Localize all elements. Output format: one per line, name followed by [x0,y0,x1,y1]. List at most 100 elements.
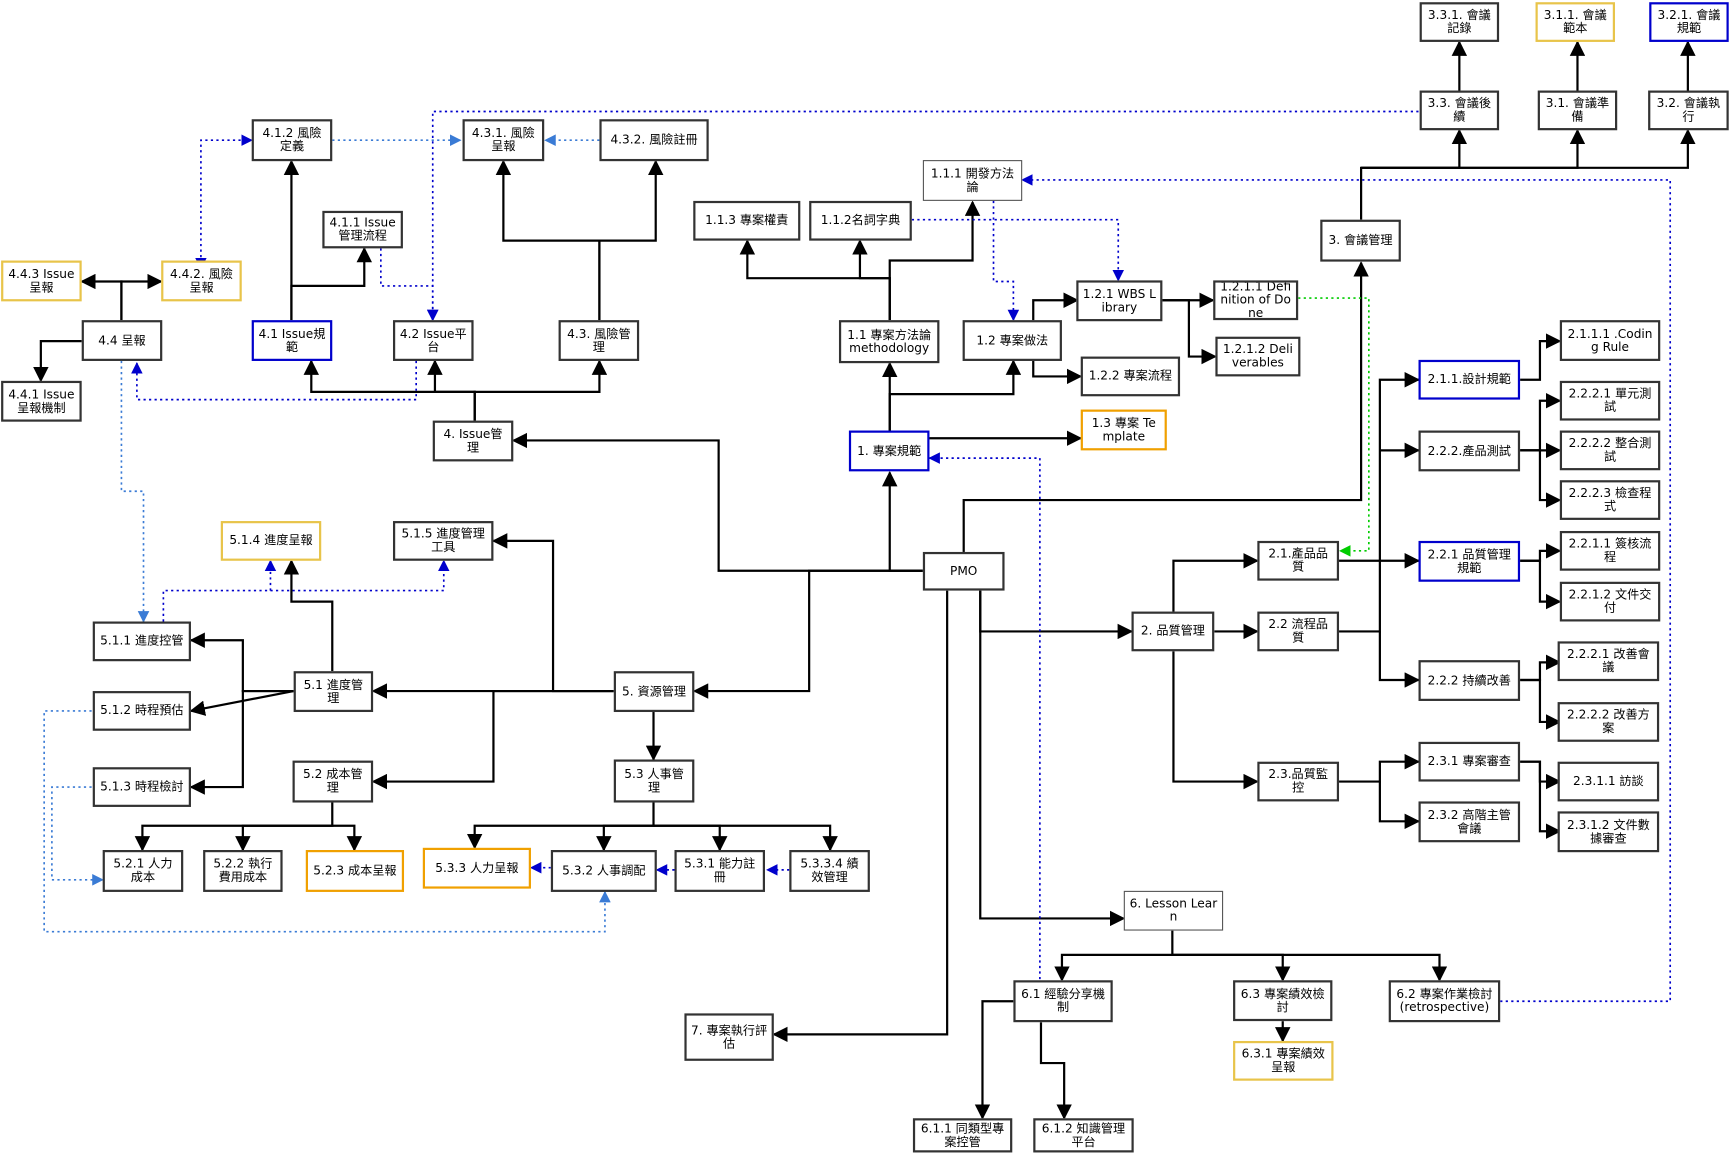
node-label: 1.2.2 專案流程 [1088,368,1173,384]
node-label: 5.2.1 人力成本 [113,856,173,885]
node-label: 5.2.3 成本呈報 [313,863,397,878]
node-1-1-1[interactable]: 1.1.1 開發方法論 [922,160,1023,201]
node-2-3-1[interactable]: 2.3.1 專案審查 [1418,741,1521,782]
node-label: 1.2.1.1 Definition of Done [1220,280,1292,321]
node-5-3-3[interactable]: 5.3.3 人力呈報 [422,847,531,889]
node-label: 6.2 專案作業檢討 (retrospective) [1396,986,1493,1015]
node-2-1-1-1[interactable]: 2.1.1.1 .Coding Rule [1559,320,1661,361]
node-label: 3. 會議管理 [1328,232,1393,248]
node-3-3[interactable]: 3.3. 會議後續 [1419,90,1500,131]
node-6-3-1[interactable]: 6.3.1 專案績效呈報 [1233,1040,1334,1081]
node-2-1[interactable]: 2.1.產品品質 [1257,540,1340,581]
node-5-1-1[interactable]: 5.1.1 進度控管 [92,621,191,662]
node-6-1-1[interactable]: 6.1.1 同類型專案控管 [912,1118,1013,1153]
node-4-4[interactable]: 4.4 呈報 [81,320,163,361]
node-5-3-2[interactable]: 5.3.2 人事調配 [550,850,657,892]
node-label: 7. 專案執行評估 [691,1022,768,1051]
node-2-2-1-2[interactable]: 2.2.1.2 文件交付 [1559,581,1661,622]
node-4-1-1[interactable]: 4.1.1 Issue管理流程 [322,210,403,249]
node-1-1[interactable]: 1.1 專案方法論 methodology [838,320,940,364]
node-1-2-1-2[interactable]: 1.2.1.2 Deliverables [1215,336,1301,377]
node-label: 2.2.2.1 單元測試 [1568,386,1652,414]
node-label: 3.2. 會議執行 [1656,96,1721,124]
node-5-1[interactable]: 5.1 進度管理 [293,671,374,713]
node-4-4-2[interactable]: 4.4.2. 風險呈報 [161,260,242,302]
node-4-4-3[interactable]: 4.4.3 Issue呈報 [1,260,82,302]
node-7[interactable]: 7. 專案執行評估 [684,1013,774,1061]
node-2-2-2-1[interactable]: 2.2.2.1 單元測試 [1559,380,1661,421]
node-3-3-1[interactable]: 3.3.1. 會議記錄 [1419,2,1500,42]
node-6-2[interactable]: 6.2 專案作業檢討 (retrospective) [1388,980,1501,1023]
node-2-2-1[interactable]: 2.2.1 品質管理規範 [1418,540,1521,582]
node-1-1-3[interactable]: 1.1.3 專案權責 [693,200,801,241]
node-label: PMO [950,563,978,578]
node-label: 2. 品質管理 [1140,623,1205,639]
node-label: 6. Lesson Learn [1129,896,1218,924]
node-5-1-4[interactable]: 5.1.4 進度呈報 [220,521,322,561]
node-4-3[interactable]: 4.3. 風險管理 [558,320,640,361]
node-2-1-1[interactable]: 2.1.1.設計規範 [1418,359,1521,400]
node-5-2-3[interactable]: 5.2.3 成本呈報 [305,850,405,892]
node-3-1[interactable]: 3.1. 會議準備 [1537,90,1618,131]
node-5-2-1[interactable]: 5.2.1 人力成本 [102,850,184,892]
node-6-1-2[interactable]: 6.1.2 知識管理平台 [1033,1118,1134,1153]
node-pmo[interactable]: PMO [922,551,1005,591]
node-label: 2.2.2.產品測試 [1427,443,1511,458]
node-3-2-1[interactable]: 3.2.1. 會議規範 [1649,2,1729,42]
node-1-2-1-1[interactable]: 1.2.1.1 Definition of Done [1213,280,1299,321]
node-4-3-2[interactable]: 4.3.2. 風險註冊 [599,119,709,162]
node-label: 2.2.2.2 改善方案 [1566,707,1650,736]
node-label: 5.3.3 人力呈報 [435,860,519,875]
node-2-3-1-2[interactable]: 2.3.1.2 文件數據審查 [1557,811,1660,853]
node-2-2[interactable]: 2.2 流程品質 [1257,611,1340,652]
node-label: 2.2.2.3 檢查程式 [1568,485,1652,514]
node-4-4-1[interactable]: 4.4.1 Issue呈報機制 [1,380,82,422]
node-2-2-2-2-2[interactable]: 2.2.2.2 改善方案 [1557,702,1660,742]
node-4-2[interactable]: 4.2 Issue平台 [392,320,474,361]
node-label: 5.3.2 人事調配 [562,863,646,878]
node-5-2-2[interactable]: 5.2.2 執行費用成本 [203,850,283,892]
node-1-3[interactable]: 1.3 專案 Template [1080,409,1167,451]
node-1-2-1[interactable]: 1.2.1 WBS Library [1076,280,1163,322]
node-4-3-1[interactable]: 4.3.1. 風險呈報 [462,119,545,162]
node-3[interactable]: 3. 會議管理 [1320,219,1401,262]
node-3-1-1[interactable]: 3.1.1. 會議範本 [1535,2,1616,42]
node-1[interactable]: 1. 專案規範 [848,430,930,472]
node-1-1-2[interactable]: 1.1.2名詞字典 [809,200,912,241]
node-label: 5.2.2 執行費用成本 [213,856,273,885]
node-2-2-1-1[interactable]: 2.2.1.1 簽核流程 [1559,530,1661,571]
node-5-1-3[interactable]: 5.1.3 時程檢討 [92,767,191,807]
node-label: 5.3.3.4 績效管理 [800,856,859,885]
node-5-2[interactable]: 5.2 成本管理 [292,760,374,803]
node-2-2-2[interactable]: 2.2.2 持續改善 [1418,660,1521,701]
node-6[interactable]: 6. Lesson Learn [1123,890,1224,931]
node-label: 5. 資源管理 [622,683,687,699]
node-5-3[interactable]: 5.3 人事管理 [613,759,695,803]
node-5-3-1[interactable]: 5.3.1 能力註冊 [674,850,766,892]
node-6-3[interactable]: 6.3 專案績效檢討 [1233,980,1333,1022]
node-6-1[interactable]: 6.1 經驗分享機制 [1013,980,1113,1023]
node-5-3-3-4[interactable]: 5.3.3.4 績效管理 [789,850,870,892]
node-2[interactable]: 2. 品質管理 [1131,611,1215,652]
node-label: 1.1 專案方法論 methodology [847,327,932,355]
node-4-1-2[interactable]: 4.1.2 風險定義 [251,119,333,162]
node-label: 4.1.2 風險定義 [262,125,322,154]
node-3-2[interactable]: 3.2. 會議執行 [1648,90,1729,131]
node-2-2-2-2[interactable]: 2.2.2.2 整合測試 [1559,430,1661,471]
node-5-1-5[interactable]: 5.1.5 進度管理工具 [392,521,494,561]
node-2-2-2-2-1[interactable]: 2.2.2.1 改善會議 [1557,641,1660,682]
node-1-2[interactable]: 1.2 專案做法 [962,320,1062,361]
node-5-1-2[interactable]: 5.1.2 時程預估 [92,691,191,731]
node-label: 2.2.1.2 文件交付 [1568,587,1652,615]
node-label: 3.3. 會議後續 [1427,96,1492,124]
node-4[interactable]: 4. Issue管理 [432,420,514,462]
node-5[interactable]: 5. 資源管理 [613,671,695,713]
node-2-3[interactable]: 2.3.品質監控 [1257,761,1340,802]
node-1-2-2[interactable]: 1.2.2 專案流程 [1080,356,1181,397]
node-4-1[interactable]: 4.1 Issue規範 [251,320,333,361]
node-label: 5.1.3 時程檢討 [100,779,184,794]
node-2-2-2-3[interactable]: 2.2.2.3 檢查程式 [1559,480,1661,520]
node-2-3-2[interactable]: 2.3.2 高階主管會議 [1418,801,1521,843]
node-2-2-2-test[interactable]: 2.2.2.產品測試 [1418,430,1521,472]
node-2-3-1-1[interactable]: 2.3.1.1 訪談 [1557,761,1660,802]
